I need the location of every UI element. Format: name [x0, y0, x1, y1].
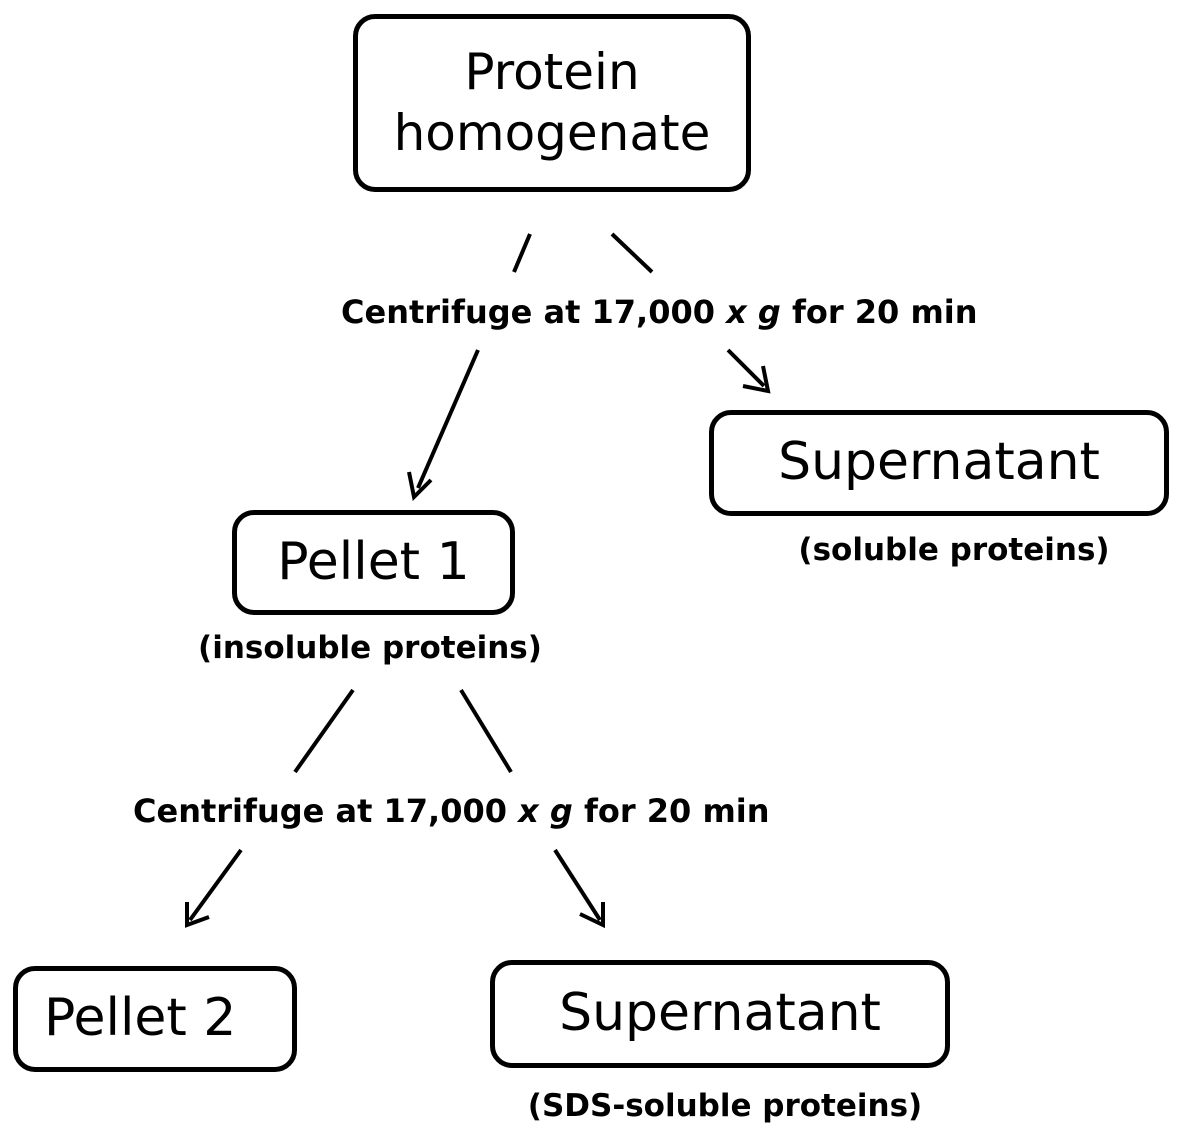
arrow-to-pellet-1 — [416, 349, 480, 489]
arrowhead-supernatant-1 — [742, 365, 771, 394]
arrowhead-pellet-1 — [407, 471, 433, 502]
centrifuge-step-1-suffix: for 20 min — [780, 293, 978, 331]
arrowhead-pellet-2 — [185, 902, 210, 928]
split-line-right-2 — [459, 688, 513, 774]
centrifuge-step-2-suffix: for 20 min — [572, 792, 770, 830]
pellet-2-label: Pellet 2 — [44, 988, 237, 1049]
centrifuge-step-1-x: x — [726, 293, 747, 331]
pellet-1-label: Pellet 1 — [277, 531, 470, 592]
supernatant-1-label: Supernatant — [778, 432, 1100, 493]
split-line-left-1 — [512, 233, 532, 273]
arrow-to-supernatant-1 — [726, 348, 766, 388]
centrifuge-step-1-prefix: Centrifuge at 17,000 — [341, 293, 727, 331]
protein-homogenate-box: Protein homogenate — [353, 14, 751, 192]
pellet-1-note: (insoluble proteins) — [198, 630, 542, 666]
protein-homogenate-line1: Protein — [464, 43, 640, 101]
pellet-1-box: Pellet 1 — [232, 510, 515, 615]
centrifuge-step-1-label: Centrifuge at 17,000 x g for 20 min — [341, 296, 978, 328]
centrifuge-step-2-g: g — [549, 792, 573, 830]
centrifuge-step-1-g: g — [757, 293, 781, 331]
supernatant-1-note: (soluble proteins) — [798, 532, 1110, 568]
split-line-left-2 — [293, 688, 355, 774]
protein-homogenate-line2: homogenate — [393, 104, 711, 162]
arrow-to-supernatant-2 — [553, 848, 602, 922]
centrifuge-step-2-label: Centrifuge at 17,000 x g for 20 min — [133, 795, 770, 827]
centrifuge-step-2-x: x — [518, 792, 539, 830]
pellet-2-box: Pellet 2 — [13, 966, 297, 1072]
arrowhead-supernatant-2 — [579, 902, 605, 929]
supernatant-2-box: Supernatant — [490, 960, 950, 1068]
supernatant-2-label: Supernatant — [559, 983, 881, 1044]
arrow-to-pellet-2 — [188, 848, 243, 922]
split-line-right-1 — [610, 232, 654, 274]
supernatant-2-note: (SDS-soluble proteins) — [527, 1088, 923, 1124]
centrifuge-step-2-prefix: Centrifuge at 17,000 — [133, 792, 519, 830]
supernatant-1-box: Supernatant — [709, 410, 1169, 516]
